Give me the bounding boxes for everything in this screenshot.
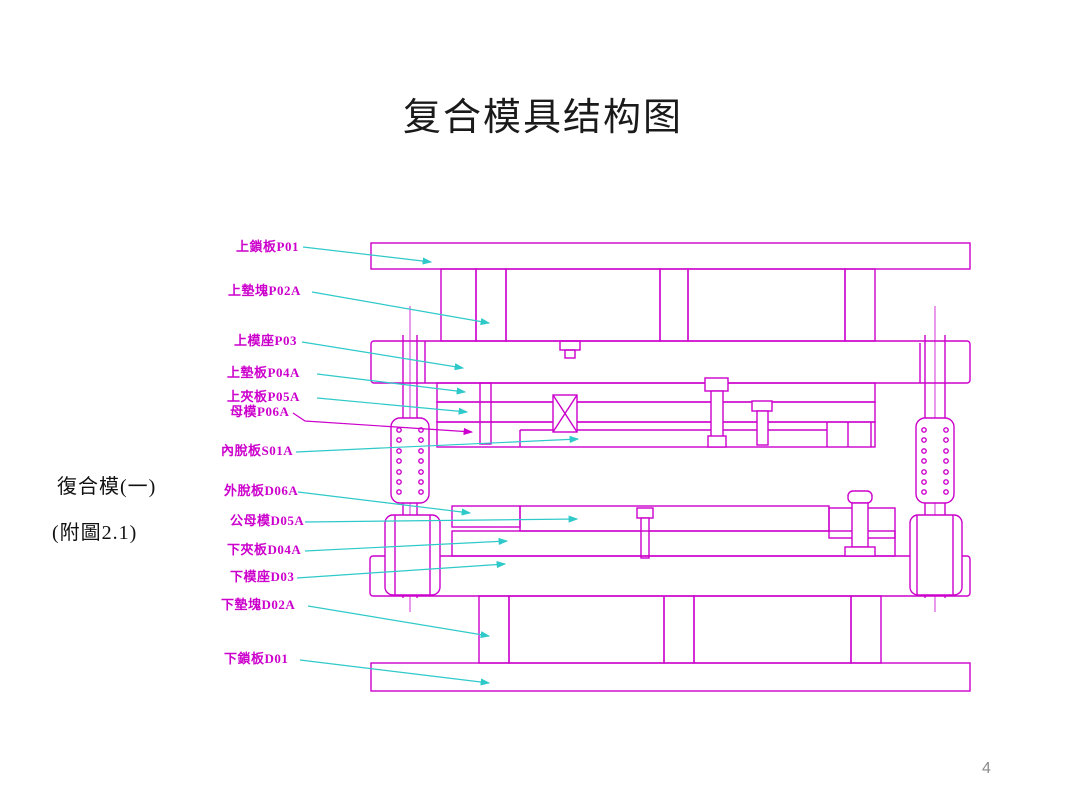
upper-bolt	[704, 377, 729, 448]
part-label-P01: 上鎖板P01	[236, 239, 299, 254]
side-note-line1: 復合模(一)	[57, 476, 157, 498]
die-plate-leader-line	[292, 412, 474, 436]
center-bolt	[636, 507, 654, 559]
upper-backing-plate	[436, 382, 876, 403]
ball-cage-right	[921, 427, 949, 495]
upper-spacer-block	[505, 268, 661, 342]
insert-section-mark	[552, 394, 578, 433]
part-label-S01A: 內脫板S01A	[221, 443, 294, 458]
upper-lock-plate	[370, 242, 971, 270]
lower-die-set	[369, 490, 971, 692]
lower-die-shoe	[369, 555, 971, 597]
stripper-bolt	[844, 490, 876, 557]
part-label-D06A: 外脫板D06A	[224, 483, 299, 498]
part-label-P05A: 上夾板P05A	[227, 389, 300, 404]
part-label-P04A: 上墊板P04A	[227, 365, 300, 380]
ball-cage-bushings	[390, 417, 955, 504]
lower-lock-plate	[370, 662, 971, 692]
guide-bushing-blocks	[384, 514, 963, 596]
punch-die-plate	[519, 505, 830, 532]
slide-title: 复合模具结构图	[403, 97, 684, 139]
part-label-P03: 上模座P03	[234, 333, 297, 348]
upper-punch-holder	[436, 401, 876, 423]
outer-stripper-plate	[451, 505, 521, 528]
upper-die-shoe	[370, 340, 971, 384]
die-plate	[436, 421, 876, 448]
lower-spacer-block	[508, 595, 665, 664]
part-label-D03: 下模座D03	[230, 569, 295, 584]
side-note-line2: (附圖2.1)	[52, 522, 138, 544]
page-number: 4	[982, 760, 991, 777]
upper-spacer-block	[687, 268, 846, 342]
upper-die-set	[370, 242, 971, 448]
upper-bolt	[751, 400, 773, 446]
ball-cage-left	[396, 427, 424, 495]
part-label-P06A: 母模P06A	[230, 404, 290, 419]
part-label-D05A: 公母模D05A	[230, 513, 305, 528]
part-label-P02A: 上墊塊P02A	[228, 283, 301, 298]
part-label-D02A: 下墊塊D02A	[221, 597, 296, 612]
guide-posts	[402, 306, 946, 612]
part-label-D01: 下鎖板D01	[224, 651, 289, 666]
leader-lines	[295, 246, 580, 686]
lower-spacer-block	[693, 595, 852, 664]
part-label-D04A: 下夾板D04A	[227, 542, 302, 557]
